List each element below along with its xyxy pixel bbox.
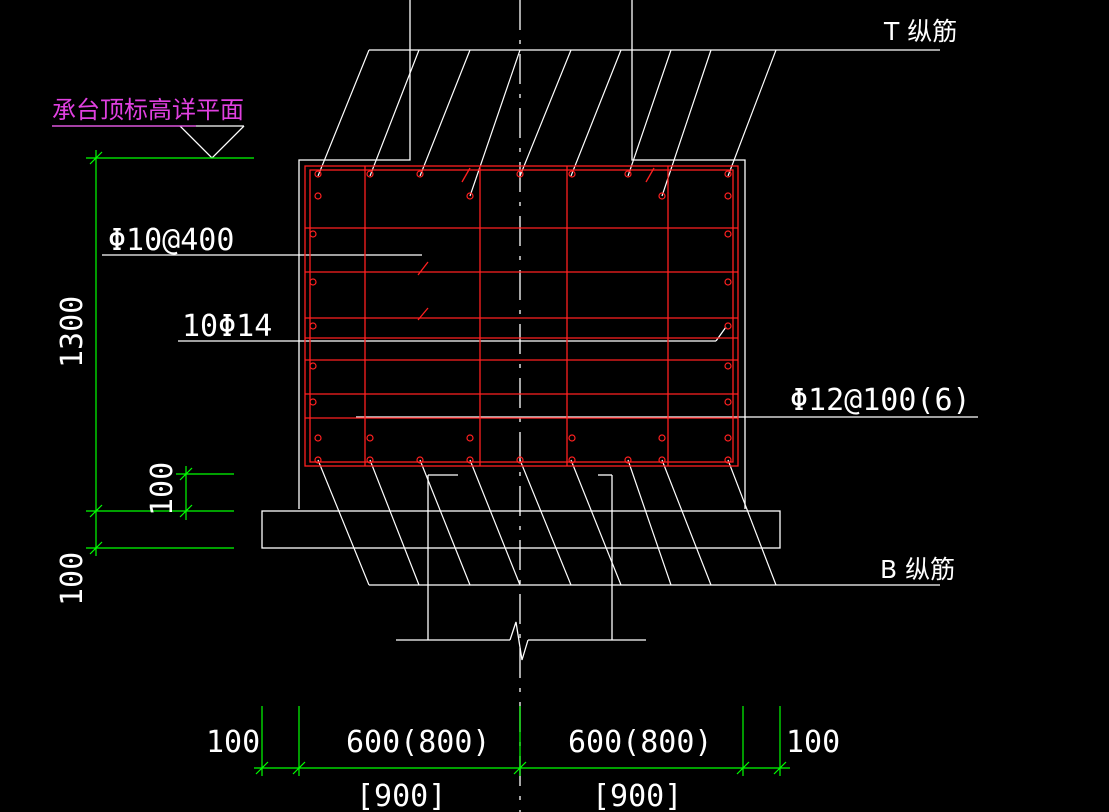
concrete-outline xyxy=(52,0,978,661)
elevation-note: 承台顶标高详平面 xyxy=(52,96,244,124)
bottom-bars-label: B 纵筋 xyxy=(880,555,955,584)
bottom-dimension-left: 100 xyxy=(206,725,260,760)
rebar-cage xyxy=(304,165,739,467)
bracket-dimension-right: [900] xyxy=(592,779,682,812)
cover-dimension-b: 100 xyxy=(55,552,90,606)
bottom-bar-leaders xyxy=(317,459,777,586)
top-bars-label: T 纵筋 xyxy=(883,17,957,46)
bottom-dimension-mid-left: 600(800) xyxy=(346,725,491,760)
dimension-lines xyxy=(86,150,790,776)
cover-dimension-a: 100 xyxy=(145,462,180,516)
bottom-dimension-mid-right: 600(800) xyxy=(568,725,713,760)
side-bars-label: 10Φ14 xyxy=(182,309,272,344)
height-dimension: 1300 xyxy=(55,296,90,368)
bottom-dimension-right: 100 xyxy=(786,725,840,760)
rebar-dots xyxy=(309,170,732,464)
bracket-dimension-left: [900] xyxy=(356,779,446,812)
stirrup-top-label: Φ10@400 xyxy=(108,223,234,258)
stirrup-main-label: Φ12@100(6) xyxy=(790,383,971,418)
top-bar-leaders xyxy=(317,49,777,197)
